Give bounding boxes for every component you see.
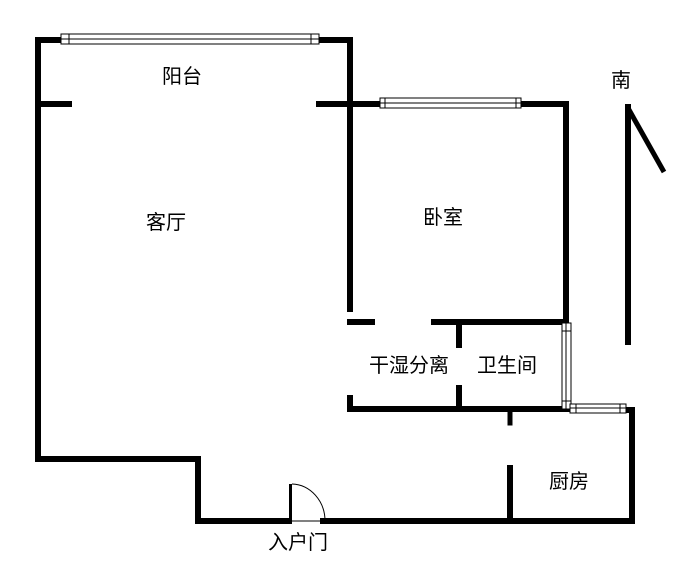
dry-wet-separation-label: 干湿分离 [369,353,449,377]
bathroom-label: 卫生间 [477,353,537,377]
kitchen-label: 厨房 [549,469,589,493]
balcony-label: 阳台 [162,64,202,88]
kitchen-window [569,403,627,414]
compass-icon [625,104,667,345]
living-room-label: 客厅 [146,210,186,234]
entrance-label: 入户门 [268,530,328,554]
bedroom-label: 卧室 [423,205,463,229]
bathroom-window [561,322,572,410]
bathroom-walls [347,319,573,426]
balcony-window [60,33,320,45]
entrance-door [289,483,326,522]
compass-label: 南 [611,68,631,92]
outer-walls [35,37,635,524]
bedroom-window [379,97,522,109]
